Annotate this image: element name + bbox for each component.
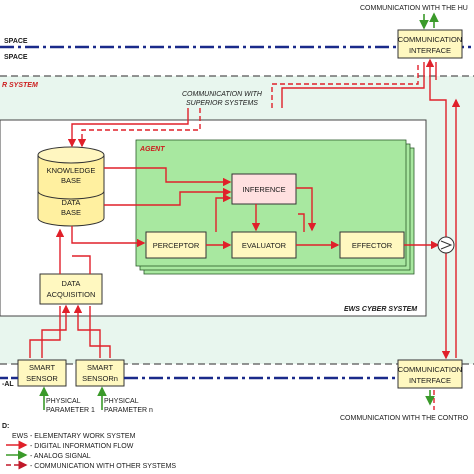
smart-sensor-1-line2: SENSOR <box>26 374 58 383</box>
smart-sensor-n-line2: SENSORn <box>82 374 118 383</box>
effector-box <box>339 231 405 259</box>
communication-interface-top-line1: COMMUNICATION <box>398 35 462 44</box>
legend-title: D: <box>2 423 9 430</box>
communication-interface-bottom-line2: INTERFACE <box>409 376 451 385</box>
legend-ews-abbr: EWS <box>12 433 28 440</box>
legend-analog: - ANALOG SIGNAL <box>30 453 91 460</box>
communication-interface-bottom <box>397 359 463 389</box>
space-label-top: SPACE <box>4 38 28 45</box>
knowledge-base-label-line2: BASE <box>61 176 81 185</box>
smart-sensor-n-box <box>75 359 125 387</box>
communication-human-label: COMMUNICATION WITH THE HU <box>360 5 468 12</box>
data-acquisition-label-line2: ACQUISITION <box>47 290 96 299</box>
physical-parameter-n-line2: PARAMETER n <box>104 407 153 414</box>
ews-cyber-system-label: EWS CYBER SYSTEM <box>344 306 417 313</box>
effector-label: EFFECTOR <box>352 241 393 250</box>
legend-other: - COMMUNICATION WITH OTHER SYSTEMS <box>30 463 176 470</box>
inference-label: INFERENCE <box>242 185 285 194</box>
digital-flow-arrows <box>29 58 461 410</box>
communication-control-label: COMMUNICATION WITH THE CONTRO <box>340 415 469 422</box>
physical-parameter-1-line2: PARAMETER 1 <box>46 407 95 414</box>
physical-parameter-n-line1: PHYSICAL <box>104 398 139 405</box>
knowledge-data-base-cylinder <box>37 146 105 227</box>
data-base-label-line2: BASE <box>61 208 81 217</box>
perceptor-box <box>145 231 207 259</box>
superior-system-label: R SYSTEM <box>2 82 38 89</box>
level-label: -AL <box>2 381 14 388</box>
perceptor-label: PERCEPTOR <box>153 241 200 250</box>
communication-superior-line1: COMMUNICATION WITH <box>182 91 263 98</box>
analog-signal-arrows <box>39 12 439 410</box>
actuator-chevron-icon <box>440 240 453 250</box>
knowledge-base-label-line1: KNOWLEDGE <box>47 166 96 175</box>
inference-box <box>231 173 297 205</box>
data-base-label-line1: DATA <box>62 198 81 207</box>
smart-sensor-1-line1: SMART <box>29 363 56 372</box>
smart-sensor-n-line1: SMART <box>87 363 114 372</box>
communication-superior-line2: SUPERIOR SYSTEMS <box>186 100 258 107</box>
agent-label: AGENT <box>139 146 165 153</box>
data-acquisition-box <box>39 273 103 305</box>
evaluator-label: EVALUATOR <box>242 241 287 250</box>
physical-parameter-1-line1: PHYSICAL <box>46 398 81 405</box>
evaluator-box <box>231 231 297 259</box>
communication-interface-top <box>397 29 463 59</box>
legend-digital: - DIGITAL INFORMATION FLOW <box>30 443 134 450</box>
smart-sensor-1-box <box>17 359 67 387</box>
data-acquisition-label-line1: DATA <box>62 279 81 288</box>
legend-ews-desc: - ELEMENTARY WORK SYSTEM <box>30 433 136 440</box>
communication-interface-bottom-line1: COMMUNICATION <box>398 365 462 374</box>
communication-interface-top-line2: INTERFACE <box>409 46 451 55</box>
space-label-bottom: SPACE <box>4 54 28 61</box>
